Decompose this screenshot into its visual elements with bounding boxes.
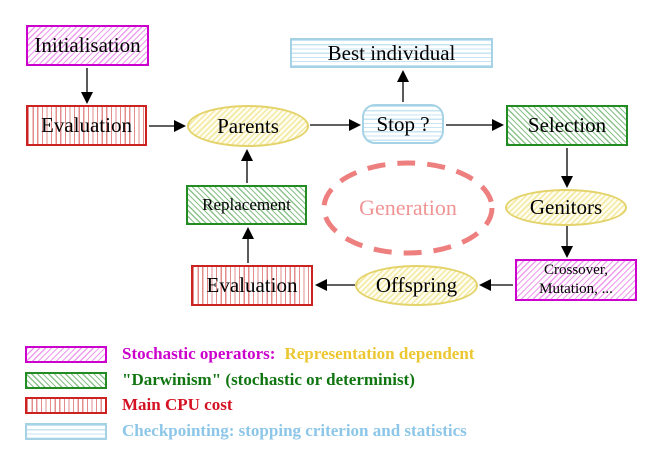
legend-row-stochastic: Stochastic operators: Representation dep… — [25, 344, 475, 363]
node-selection-label: Selection — [527, 113, 607, 137]
arrow-selection-genitors — [561, 148, 573, 188]
node-selection: Selection — [506, 105, 628, 146]
legend-text-representation-dependent: Representation dependent — [284, 344, 475, 363]
arrow-replacement-parents — [241, 149, 253, 183]
node-best-individual-label: Best individual — [327, 40, 456, 65]
legend-swatch-red-stripes — [25, 396, 107, 414]
legend-swatch-magenta-hatch — [25, 345, 107, 363]
arrow-stop-best-individual — [397, 70, 409, 102]
arrow-genitors-crossover — [561, 226, 573, 258]
legend-text-main-cpu-cost: Main CPU cost — [122, 395, 233, 414]
legend-swatch-green-hatch — [25, 371, 107, 389]
legend-swatch-cyan-stripes — [25, 422, 107, 440]
node-crossover-line2: Mutation, ... — [539, 281, 613, 297]
node-replacement-label: Replacement — [202, 195, 291, 214]
node-genitors: Genitors — [505, 189, 627, 226]
legend-row-cpu-cost: Main CPU cost — [25, 395, 233, 414]
legend-row-checkpointing: Checkpointing: stopping criterion and st… — [25, 421, 467, 440]
node-initialisation-label: Initialisation — [34, 33, 141, 57]
node-evaluation-top: Evaluation — [26, 105, 147, 146]
node-stop-label: Stop ? — [376, 111, 430, 136]
node-evaluation-bottom-label: Evaluation — [206, 273, 298, 297]
arrow-parents-stop — [310, 119, 361, 131]
node-replacement: Replacement — [186, 185, 307, 225]
arrow-crossover-offspring — [479, 279, 513, 291]
node-parents-label: Parents — [217, 113, 279, 138]
arrow-evaluation-replacement — [242, 227, 254, 263]
node-initialisation: Initialisation — [26, 25, 149, 66]
arrow-offspring-evaluation — [315, 279, 355, 291]
node-offspring-label: Offspring — [375, 273, 458, 297]
node-evaluation-bottom: Evaluation — [191, 265, 313, 306]
node-evaluation-top-label: Evaluation — [41, 113, 132, 137]
legend-row-darwinism: "Darwinism" (stochastic or determinist) — [25, 370, 415, 389]
node-generation-label: Generation — [359, 195, 457, 220]
node-crossover-mutation: Crossover, Mutation, ... — [515, 259, 637, 301]
legend-text-darwinism: "Darwinism" (stochastic or determinist) — [122, 370, 415, 389]
legend-text-checkpointing: Checkpointing: stopping criterion and st… — [122, 421, 467, 440]
node-parents: Parents — [187, 105, 309, 147]
legend-text-stochastic-operators: Stochastic operators: — [122, 344, 276, 363]
node-offspring: Offspring — [355, 265, 478, 306]
node-genitors-label: Genitors — [529, 195, 603, 219]
arrow-stop-selection — [446, 119, 504, 131]
node-best-individual: Best individual — [290, 38, 493, 68]
node-crossover-line1: Crossover, — [544, 261, 608, 278]
arrow-evaluation-parents — [149, 120, 186, 132]
arrow-initialisation-evaluation — [81, 68, 93, 104]
node-stop: Stop ? — [362, 104, 444, 144]
